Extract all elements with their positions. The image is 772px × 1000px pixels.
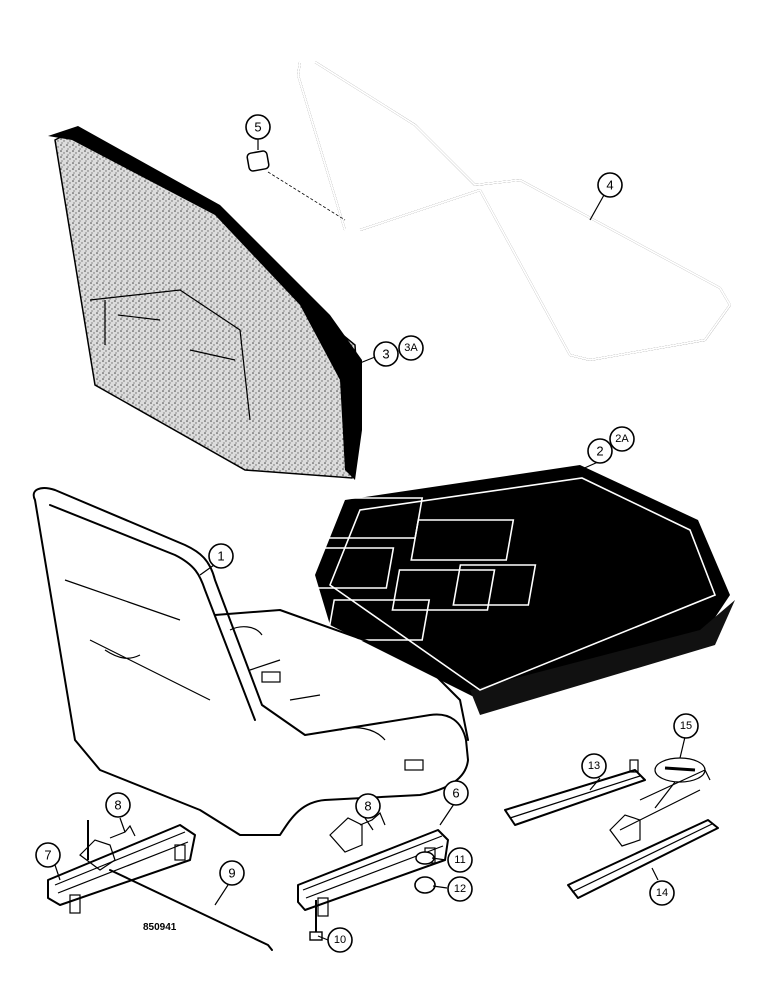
svg-text:5: 5: [254, 120, 261, 135]
washer: [415, 851, 435, 865]
svg-text:10: 10: [334, 934, 346, 946]
callout-12: 12: [447, 876, 473, 902]
figure-id: 850941: [143, 922, 177, 933]
callout-5: 5: [245, 114, 271, 140]
callout-14: 14: [649, 880, 675, 906]
seat-shell: [32, 487, 469, 836]
callout-13: 13: [581, 753, 607, 779]
svg-text:7: 7: [44, 848, 51, 863]
svg-text:2A: 2A: [615, 433, 629, 445]
callout-11: 11: [447, 847, 473, 873]
svg-text:2: 2: [596, 444, 603, 459]
svg-text:14: 14: [656, 887, 668, 899]
left-slide-rail: [47, 820, 196, 914]
svg-text:11: 11: [454, 854, 465, 866]
callout-3a: 3A: [398, 335, 424, 361]
callout-8-right: 8: [355, 793, 381, 819]
seat-cushion: [290, 465, 735, 715]
inner-rail: [504, 759, 646, 826]
svg-text:4: 4: [606, 178, 613, 193]
svg-text:3: 3: [382, 347, 389, 362]
svg-text:13: 13: [588, 760, 600, 772]
svg-text:9: 9: [228, 866, 235, 881]
bolt: [309, 900, 323, 941]
svg-text:8: 8: [364, 799, 371, 814]
callout-15: 15: [673, 713, 699, 739]
svg-text:12: 12: [454, 883, 466, 895]
trim-clip: [246, 150, 346, 221]
callout-3: 3: [373, 341, 399, 367]
callout-6: 6: [443, 780, 469, 806]
callout-8-left: 8: [105, 792, 131, 818]
callout-1: 1: [208, 543, 234, 569]
callout-4: 4: [597, 172, 623, 198]
seat-back-cushion: [48, 126, 362, 480]
callout-2a: 2A: [609, 426, 635, 452]
svg-text:1: 1: [217, 549, 224, 564]
nut: [414, 876, 436, 894]
callout-2: 2: [587, 438, 613, 464]
svg-text:6: 6: [452, 786, 459, 801]
leader-lines: [54, 138, 686, 941]
svg-text:8: 8: [114, 798, 121, 813]
callout-9: 9: [219, 860, 245, 886]
callout-10: 10: [327, 927, 353, 953]
callout-7: 7: [35, 842, 61, 868]
trim-ring: [296, 61, 732, 362]
svg-text:15: 15: [680, 720, 692, 732]
release-rod: [109, 869, 273, 951]
svg-text:3A: 3A: [404, 342, 418, 354]
